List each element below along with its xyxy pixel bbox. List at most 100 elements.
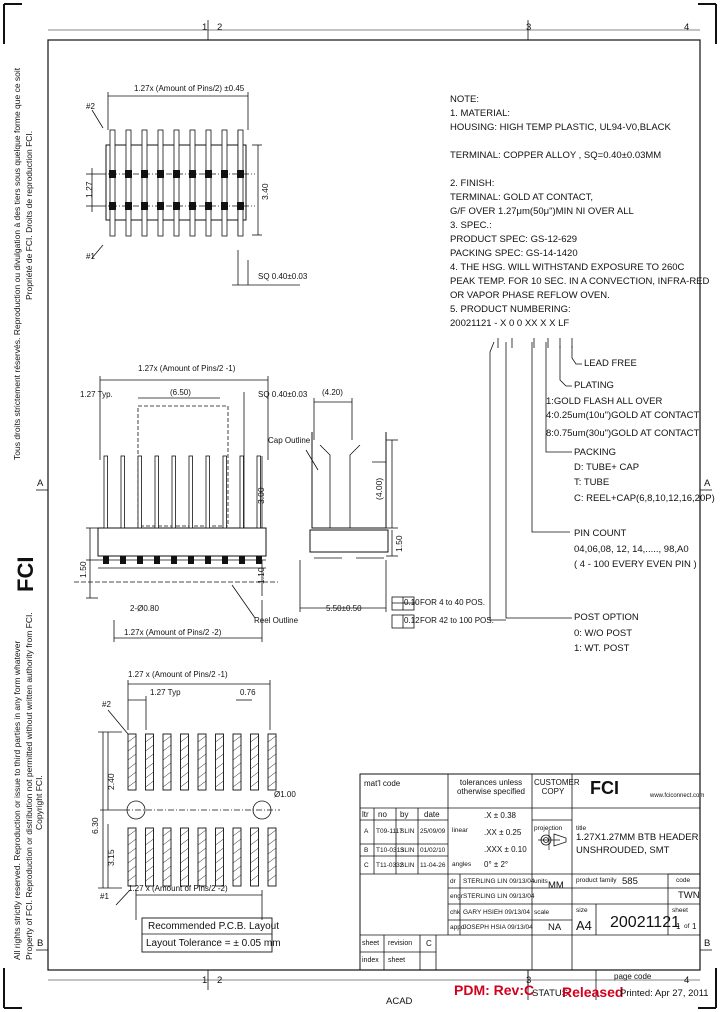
tb-dr-value: STERLING LIN 09/13/04 xyxy=(463,878,535,885)
tb-index-label: index xyxy=(362,957,379,964)
tb-sheet-value: 1 xyxy=(676,922,681,931)
pcb-dim-overall: 1.27 x (Amount of Pins/2 -1) xyxy=(128,670,228,679)
top-view-pin-contact xyxy=(157,170,164,178)
top-view-pin-contact xyxy=(189,170,196,178)
front-view-pin xyxy=(239,455,244,529)
pcb-pad-bottom xyxy=(145,827,154,887)
top-view-pin-contact xyxy=(237,170,244,178)
front-view-pin xyxy=(188,455,193,529)
pcb-pad-top xyxy=(145,733,154,791)
pcb-pad-hatch xyxy=(145,874,154,882)
top-view-pin xyxy=(205,129,212,237)
title-block-grid xyxy=(359,773,701,1000)
tb-scale-value: NA xyxy=(548,922,562,933)
pcb-pad-hatch xyxy=(215,735,224,743)
pcb-pad-hatch xyxy=(215,829,224,837)
pcb-pad-hatch xyxy=(215,847,224,855)
front-view-pin-tail xyxy=(154,556,160,564)
pcb-pad-bottom xyxy=(215,827,224,887)
front-reel-outline: Reel Outline xyxy=(254,616,299,625)
note-line: OR VAPOR PHASE REFLOW OVEN. xyxy=(450,290,610,301)
tb-index-c: C xyxy=(426,939,432,948)
front-dim-300: 3.00 xyxy=(256,487,266,504)
front-view-pin xyxy=(120,455,125,529)
front-view-pin xyxy=(256,455,261,529)
pcb-pad-hatch xyxy=(162,762,172,770)
top-view-pin-contact xyxy=(221,170,228,178)
tb-appd-value: JOSEPH HSIA 09/13/04 xyxy=(463,924,533,931)
pcb-pad-hatch xyxy=(232,847,242,855)
tb-matl-code-label: mat'l code xyxy=(364,779,401,788)
pcb-pad-hatch xyxy=(197,753,207,761)
pcb-pad-hatch xyxy=(145,753,154,761)
option-post-0: 0: W/O POST xyxy=(574,628,633,639)
front-dim-overall: 1.27x (Amount of Pins/2 -1) xyxy=(138,364,236,373)
tb-rev-a-date: 25/09/09 xyxy=(420,828,446,835)
pcb-pad-hatch xyxy=(232,780,242,788)
top-view-pin-contact xyxy=(109,170,116,178)
front-view-pin xyxy=(103,455,108,529)
pcb-pad-hatch xyxy=(180,762,189,770)
note-line: HOUSING: HIGH TEMP PLASTIC, UL94-V0,BLAC… xyxy=(450,122,671,133)
pcb-pad-hatch xyxy=(250,780,259,788)
side-tol-2: 0.12 xyxy=(404,616,420,625)
top-view-pin xyxy=(237,129,244,237)
pcb-pad-hatch xyxy=(162,838,172,846)
note-line: PEAK TEMP. FOR 10 SEC. IN A CONVECTION, … xyxy=(450,276,710,287)
tb-units-value: MM xyxy=(548,880,564,891)
note-line: 3. SPEC.: xyxy=(450,220,492,231)
top-view-pin-contact xyxy=(237,202,244,210)
pcb-pad-hatch xyxy=(127,735,137,743)
pcb-pad-hatch xyxy=(267,771,277,779)
top-view-pin-contact xyxy=(205,202,212,210)
pcb-pad-hatch xyxy=(180,838,189,846)
pcb-pad-hatch xyxy=(250,735,259,743)
option-pin-count-2: ( 4 - 100 EVERY EVEN PIN ) xyxy=(574,559,697,570)
pcb-pad-hatch xyxy=(162,771,172,779)
tb-drawing-number: 20021121 xyxy=(610,914,680,931)
pcb-pad-hatch xyxy=(127,856,137,864)
footer-status-label: STATUS: xyxy=(532,988,571,999)
pcb-pad-top xyxy=(215,733,224,791)
pcb-pad-hatch xyxy=(127,780,137,788)
pcb-pad-bottom xyxy=(197,827,207,887)
note-line: 1. MATERIAL: xyxy=(450,108,511,119)
note-line: G/F OVER 1.27μm(50μ")MIN NI OVER ALL xyxy=(450,206,634,217)
pcb-pad-hatch xyxy=(215,771,224,779)
pcb-pad-hatch xyxy=(145,771,154,779)
tb-index-sheet-bottom: sheet xyxy=(388,957,406,964)
pcb-layout xyxy=(98,680,280,953)
tb-chk-label: chk xyxy=(450,909,461,916)
front-dim-110: 1.10 xyxy=(256,567,266,584)
pcb-pad-hatch xyxy=(162,856,172,864)
pcb-pad-hatch xyxy=(250,838,259,846)
copyright-english-1: All rights strictly reserved. Reproducti… xyxy=(12,640,22,960)
top-view-pin xyxy=(189,129,196,237)
pcb-pad-top xyxy=(250,733,259,791)
side-dim-150: 1.50 xyxy=(394,535,404,552)
top-view-pin xyxy=(221,129,228,237)
tb-rev-b-no: T10-0313 xyxy=(376,847,404,854)
tb-engr-label: engr xyxy=(450,893,464,900)
front-dim-150: 1.50 xyxy=(78,561,88,578)
tb-tol-xx: .XX ± 0.25 xyxy=(484,828,522,837)
pcb-pad-hatch xyxy=(267,780,277,788)
tb-code-label: code xyxy=(676,877,691,884)
tb-chk-value: GARY HSIEH 09/13/04 xyxy=(463,909,530,916)
top-view-pin-contact xyxy=(109,202,116,210)
option-plating-1: 1:GOLD FLASH ALL OVER xyxy=(546,396,663,407)
top-view-pin-contact xyxy=(173,170,180,178)
pcb-pad-hatch xyxy=(162,780,172,788)
note-line: 2. FINISH: xyxy=(450,178,495,189)
pcb-pad-bottom xyxy=(232,827,242,887)
pcb-pad-hatch xyxy=(180,829,189,837)
crop-mark-top-right xyxy=(698,3,717,44)
front-view-pin-tail xyxy=(188,556,194,564)
pcb-pad-hatch xyxy=(127,762,137,770)
pcb-pad-hatch xyxy=(180,856,189,864)
pcb-pad-hatch xyxy=(197,865,207,873)
pcb-dim-315: 3.15 xyxy=(106,849,116,866)
top-view-pin xyxy=(141,129,148,237)
option-post-title: POST OPTION xyxy=(574,612,639,623)
